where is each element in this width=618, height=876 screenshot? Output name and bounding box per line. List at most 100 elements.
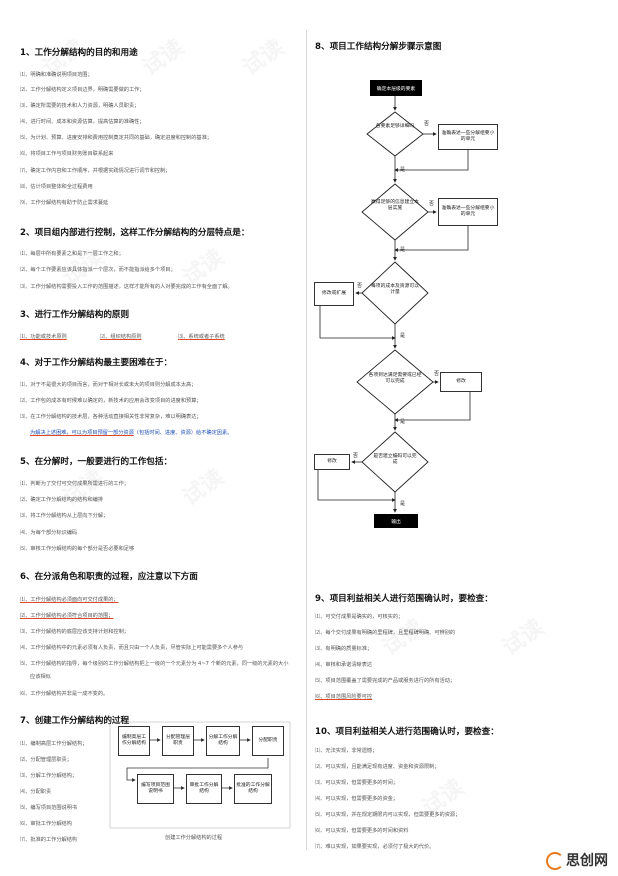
s7-item: ⑶、分解工作分解结构； (20, 773, 78, 779)
flow-decision-4-text: 各项到达满足需要或已经可以完成 (368, 373, 422, 384)
s3-item: ⑶、系统或者子系统 (178, 334, 225, 340)
flow-no-label: 否 (434, 371, 440, 377)
flow-start-box: 确定本层级的要素 (370, 80, 422, 96)
process-box-1: 编制高层工作分解结构 (118, 726, 150, 756)
flow-decision-2-text: 赢得足够的信息建立本层实施 (371, 200, 419, 211)
s1-item: ⑷、进行时间、成本和资源估算，提高估算的准确性； (20, 119, 145, 125)
flow-no-label: 否 (357, 283, 363, 289)
s9-item: ⑶、有明确的质量标准； (315, 646, 373, 652)
section-7-title: 7、创建工作分解结构的过程 (20, 716, 130, 726)
process-caption: 创建工作分解结构的过程 (165, 835, 223, 841)
s9-item: ⑸、项目范围覆盖了需要完成的产品或服务进行的所有活动； (315, 678, 456, 684)
s5-item: ⑸、审核工作分解结构的每个部分是否必要和足够 (20, 546, 135, 552)
s7-item: ⑸、编写项目范围说明书 (20, 805, 78, 811)
s10-item: ⑵、可以实现，且能满足现有进度、资金和资源限制； (315, 764, 440, 770)
s5-item: ⑷、为每个部分标识编码 (20, 530, 78, 536)
section-9-title: 9、项目利益相关人进行范围确认时，要检查： (315, 594, 493, 604)
flow-no-label: 否 (429, 201, 435, 207)
flow-decision-1-text: 各要素足够详细吗 (375, 124, 415, 129)
section-4-title: 4、对于工作分解结构最主要困难在于： (20, 358, 173, 368)
s10-item: ⑸、可以实现，并在规定期限内可以实现，但需要更多的资源； (315, 812, 461, 818)
s3-item: ⑵、组织结构原则 (100, 334, 142, 340)
decision-diamond-1 (366, 111, 424, 157)
section-3-title: 3、进行工作分解结构的原则 (20, 310, 130, 320)
flow-yes-label: 是 (400, 419, 406, 425)
s4-note-b: （包括时间、进度、资源） (133, 430, 197, 436)
s10-item: ⑶、可以实现，但需要更多的时间； (315, 780, 399, 786)
s4-note-a: 为解决上述困难，可以为项目预留一部分资源 (30, 430, 134, 436)
flow-modify-box-2: 修改 (440, 372, 482, 392)
s6-item: ⑹、工作分解结构并非是一成不变的。 (20, 691, 109, 697)
flow-no-label: 否 (353, 453, 359, 459)
s4-note-c: 给不确定因素。 (196, 430, 233, 436)
s6-item: ⑷、工作分解结构中的元素必须有人负责，而且只由一个人负责，尽管实际上可能需要多个… (20, 645, 244, 651)
s1-item: ⑺、确定工作内容和工作顺序，并根据实践情况进行调节和控制； (20, 168, 171, 174)
s1-item: ⑻、估计项目整体和全过程费用 (20, 184, 93, 190)
s6-item: ⑶、工作分解结构的底层应该支持计划和控制； (20, 629, 129, 635)
section-10-title: 10、项目利益相关人进行范围确认时，要检查： (315, 727, 499, 737)
flow-modify-box-3: 修改 (314, 454, 350, 470)
s10-item: ⑷、可以实现，但需要更多的资金； (315, 796, 399, 802)
s7-item: ⑺、批准的工作分解结构 (20, 837, 78, 843)
s4-note: 为解决上述困难，可以为项目预留一部分资源（包括时间、进度、资源）给不确定因素。 (30, 429, 232, 436)
flow-yes-label: 是 (400, 333, 406, 339)
flow-refine-box-2: 准确表述一些分解组要小的单元 (438, 198, 498, 226)
s2-item: ⑶、工作分解结构需要投入工作的范围描述，这样才能所有的人对要完成的工作有全面了解… (20, 284, 233, 290)
process-box-5: 编写项目范围说明书 (137, 774, 174, 804)
s1-item: ⑵、工作分解结构定义项目边界，明确需要做的工作； (20, 87, 145, 93)
process-box-3: 分解工作分解结构 (206, 726, 240, 756)
s1-item: ⑶、确定所需要的技术和人力资源，明确人员职责； (20, 103, 140, 109)
s9-item: ⑴、可交付成果是确实的，可核实的； (315, 614, 404, 620)
s10-item: ⑹、可以实现，但需要更多的时间和资料 (315, 828, 409, 834)
s4-item: ⑴、对于不是很大的项目而言，而对于相对长或未大的项目则分解成本太高； (20, 382, 197, 388)
column-divider (306, 30, 307, 850)
s5-item: ⑴、判断为了交付可交付成果所需进行的工作； (20, 481, 129, 487)
section-6-title: 6、在分派角色和职责的过程，应注意以下方面 (20, 572, 198, 582)
s7-item: ⑹、审批工作分解结构 (20, 821, 72, 827)
section-5-title: 5、在分解时，一般要进行的工作包括： (20, 457, 173, 467)
s3-item: ⑴、功能或技术原则 (20, 334, 67, 340)
s1-item: ⑴、明确和准确说明项目范围； (20, 72, 93, 78)
flow-decision-5-text: 是否建立编码可以完成 (373, 454, 417, 465)
s6-item: 应该相似 (30, 674, 51, 680)
s9-item: ⑷、审核和承诺清晰表达 (315, 662, 373, 668)
s7-item: ⑵、分配管理层职责； (20, 757, 72, 763)
flow-yes-label: 是 (400, 167, 406, 173)
s7-item: ⑴、编制高层工作分解结构； (20, 741, 88, 747)
flow-end-box: 输出 (374, 514, 418, 528)
s5-item: ⑵、确定工作分解结构的结构和编排 (20, 497, 104, 503)
flow-refine-box-1: 准确表述一些分解组要小的单元 (438, 124, 498, 150)
s10-item: ⑺、难以实现，如果要实现，必须付了极大的代价。 (315, 844, 435, 850)
s2-item: ⑵、每个工作要素应该具体指派一个层次，而不能指派给多个项目； (20, 267, 176, 273)
process-diagram-lines (109, 721, 291, 829)
section-1-title: 1、工作分解结构的目的和用途 (20, 48, 138, 58)
s6-item: ⑸、工作分解结构的指导，每个级别的工作分解结构把上一级的一个元素分为 4~7 个… (20, 661, 289, 667)
site-logo: 思创网 (546, 850, 608, 870)
s9-item: ⑹、项目范围风险要可控 (315, 694, 373, 700)
s4-item: ⑶、在工作分解结构的技术层，各种活动直接相关性非常复杂，难以明确表达； (20, 414, 202, 420)
s1-item: ⑹、将项目工作与项目财务账目联系起来 (20, 151, 114, 157)
flow-no-label: 否 (424, 121, 430, 127)
process-box-4: 分配职责 (252, 726, 284, 756)
logo-text: 思创网 (566, 853, 608, 869)
process-box-6: 审批工作分解结构 (186, 774, 222, 804)
s1-item: ⑼、工作分解结构有助于防止需求蔓延 (20, 200, 109, 206)
s10-item: ⑴、无法实现，非常遗憾； (315, 748, 378, 754)
flow-decision-3-text: 每项的成本及资源可以计量 (371, 284, 419, 295)
decision-diamond-2 (361, 183, 429, 241)
flow-yes-label: 是 (400, 501, 406, 507)
section-2-title: 2、项目组内部进行控制，这样工作分解结构的分层特点是： (20, 228, 250, 238)
s7-item: ⑷、分配职责 (20, 789, 52, 795)
s5-item: ⑶、将工作分解结构从上层向下分解； (20, 513, 109, 519)
flow-modify-box-1: 修改或扩展 (314, 282, 354, 306)
s6-item: ⑵、工作分解结构必须符合项目的范围； (20, 613, 114, 619)
s9-item: ⑵、每个交付成果有明确的里程碑，且里程碑明确、可辨别的 (315, 630, 456, 636)
watermark: 试读 (498, 615, 549, 661)
flow-yes-label: 是 (400, 247, 406, 253)
s2-item: ⑴、每层中所有要素之和是下一层工作之和； (20, 251, 124, 257)
s4-item: ⑵、工作包的成本有时候难以确定的，新技术的应用会改变项目的进度和预算； (20, 398, 202, 404)
s1-item: ⑸、为计划、预算、进度安排和费用控制奠定共同的基础，确定进度和控制的基准； (20, 135, 212, 141)
flowchart-lines (317, 96, 471, 513)
section-8-title: 8、项目工作结构分解步骤示意图 (315, 42, 442, 52)
process-box-2: 分配管理层职责 (162, 726, 194, 756)
